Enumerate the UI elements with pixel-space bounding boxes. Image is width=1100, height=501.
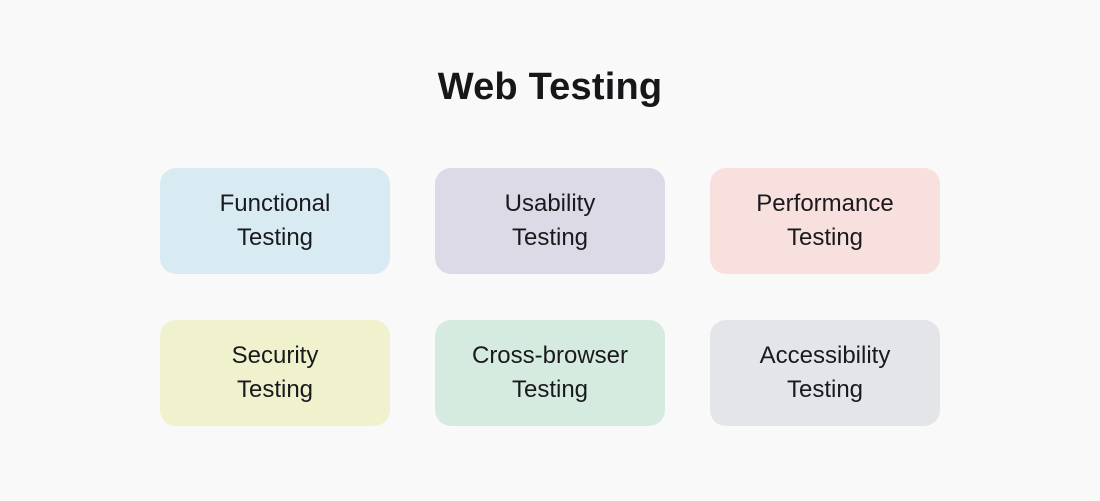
card-performance-testing: Performance Testing <box>710 168 940 274</box>
card-label-performance-testing: Performance Testing <box>756 190 894 251</box>
card-functional-testing: Functional Testing <box>160 168 390 274</box>
card-label-cross-browser-testing: Cross-browser Testing <box>471 342 629 403</box>
card-label-usability-testing: Usability Testing <box>504 190 596 251</box>
card-label-security-testing: Security Testing <box>231 342 319 403</box>
page-title: Web Testing <box>437 66 663 108</box>
card-security-testing: Security Testing <box>160 320 390 426</box>
card-usability-testing: Usability Testing <box>435 168 665 274</box>
card-label-functional-testing: Functional Testing <box>219 190 331 251</box>
card-cross-browser-testing: Cross-browser Testing <box>435 320 665 426</box>
card-label-accessibility-testing: Accessibility Testing <box>759 342 891 403</box>
testing-types-grid: Functional Testing Usability Testing Per… <box>160 168 940 426</box>
card-accessibility-testing: Accessibility Testing <box>710 320 940 426</box>
